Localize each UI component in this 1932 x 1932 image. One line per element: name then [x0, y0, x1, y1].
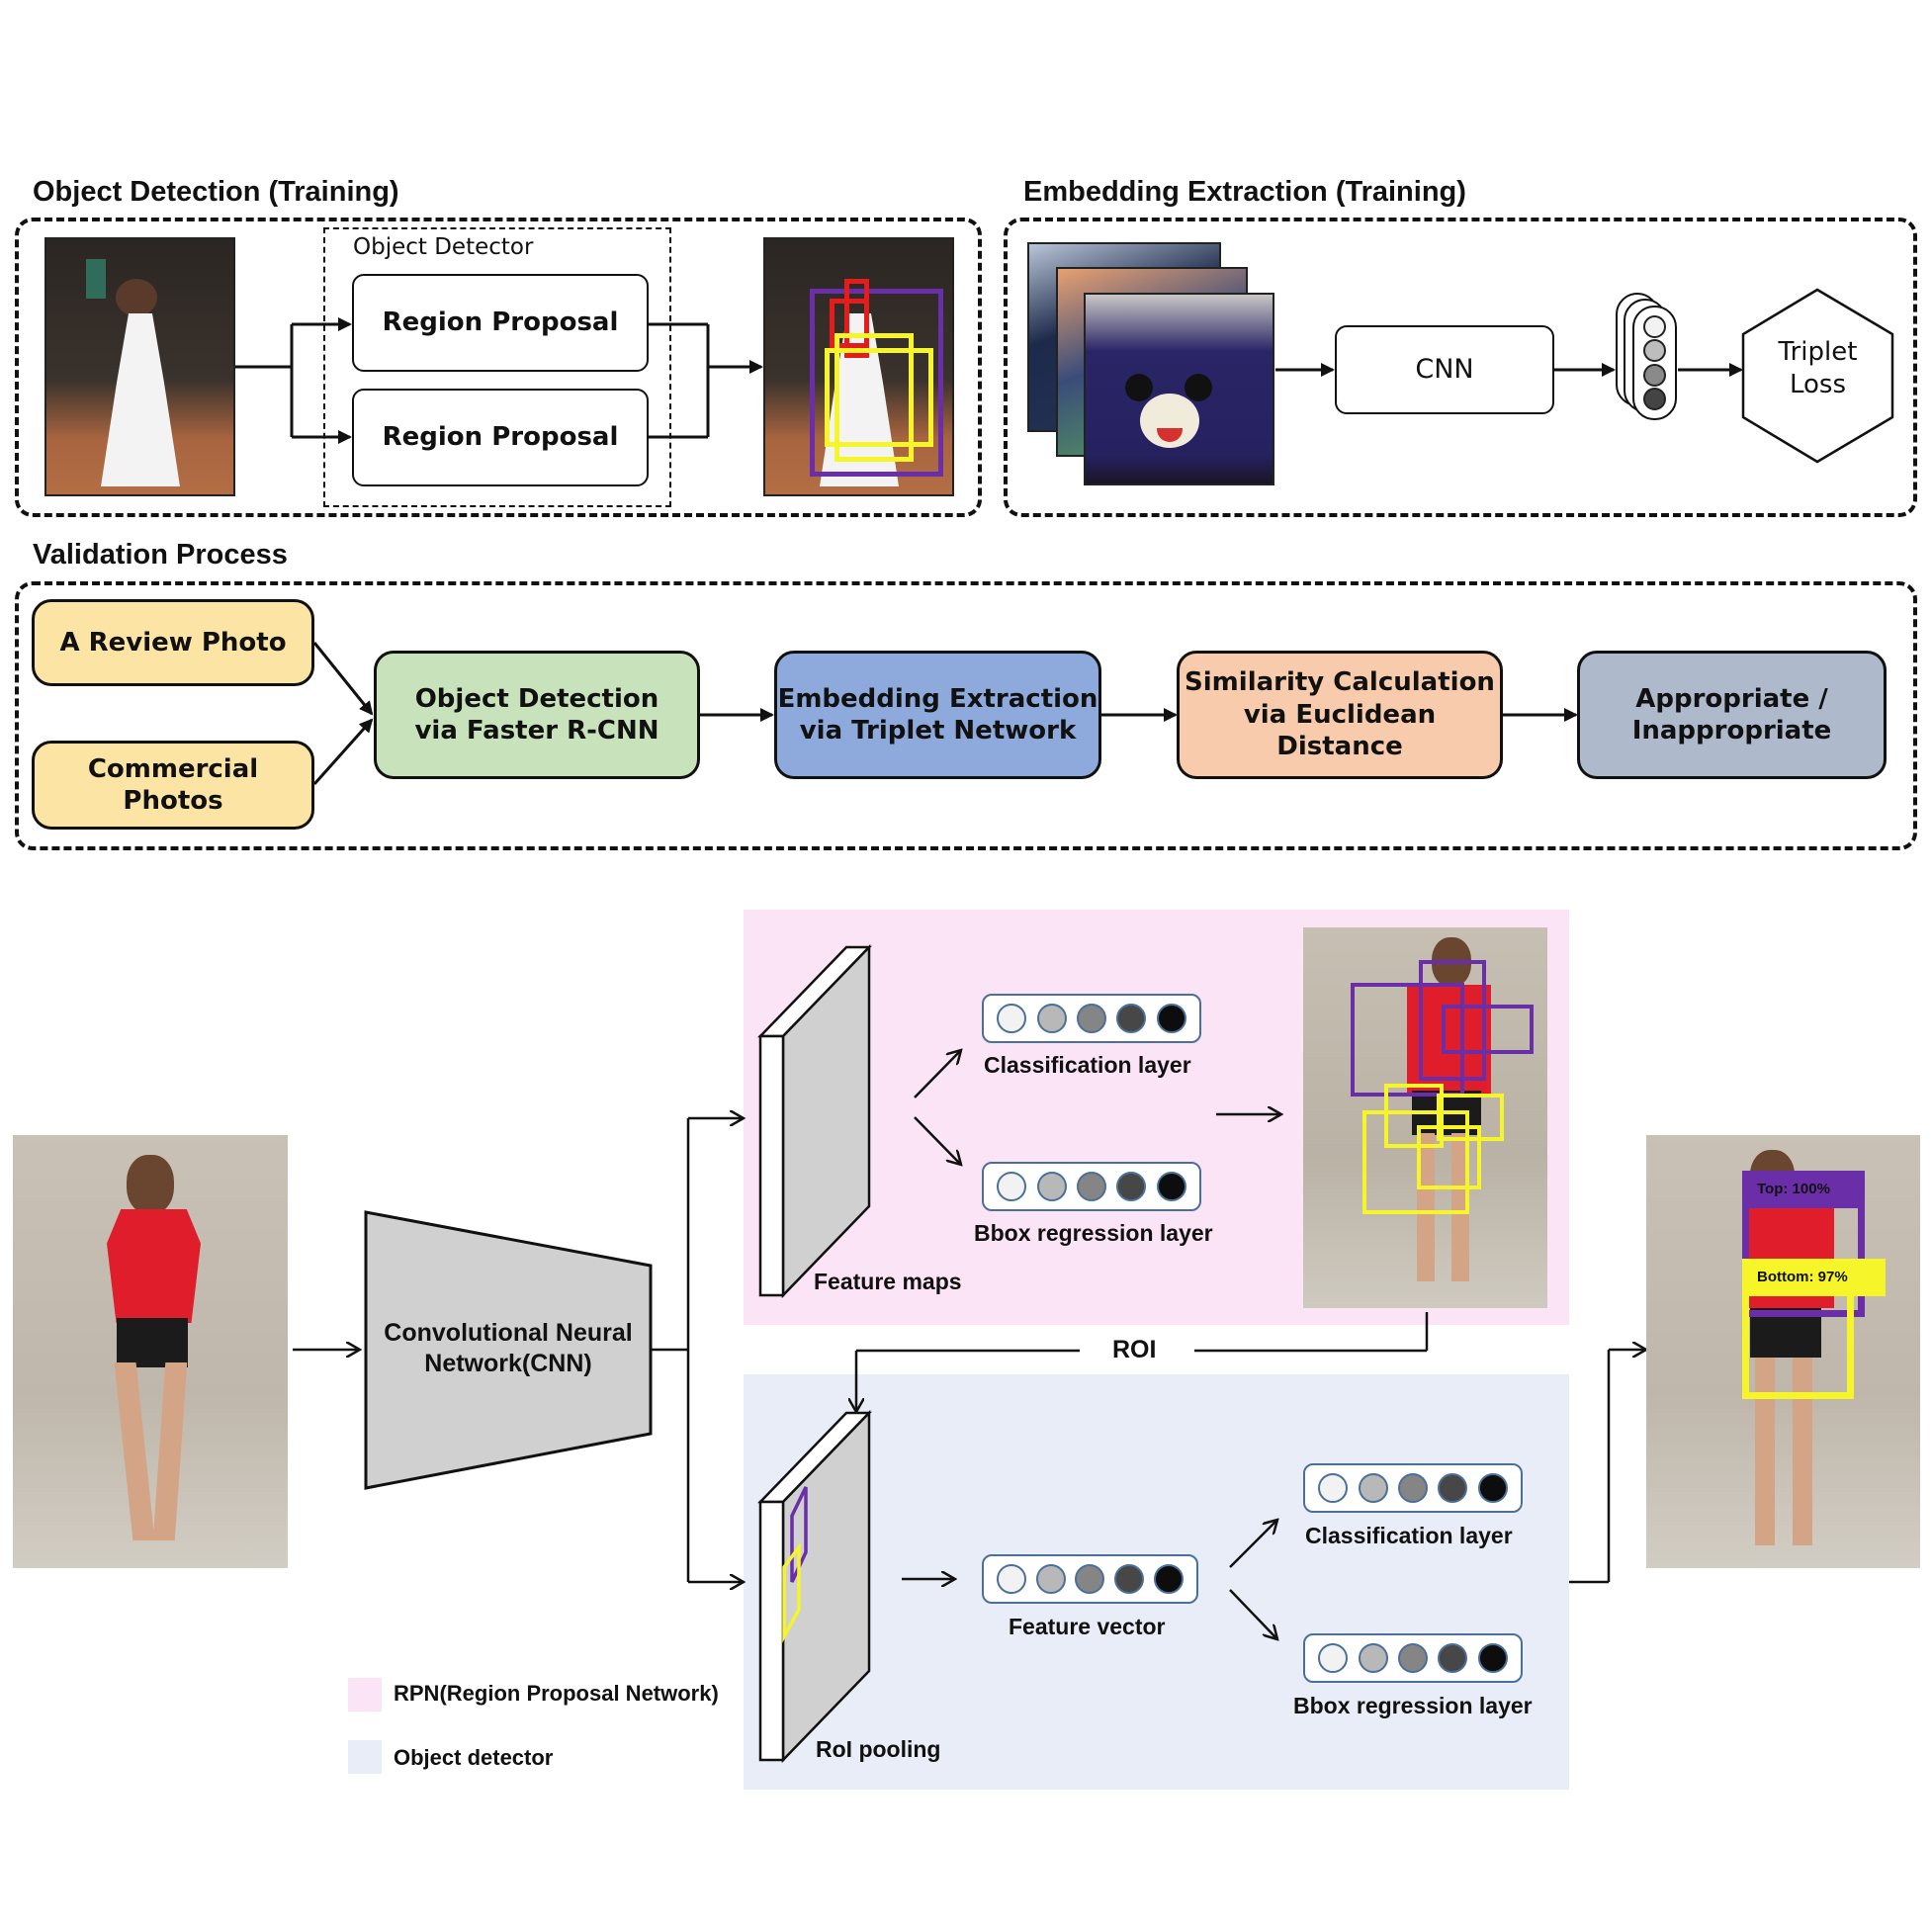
neuron-dot [1477, 1473, 1508, 1503]
neuron-dot [1076, 1004, 1106, 1033]
neuron-dot [1358, 1473, 1388, 1503]
embedding-dot [1643, 388, 1666, 411]
rpn-bbox-label: Bbox regression layer [974, 1220, 1213, 1246]
embedding-dot [1643, 363, 1666, 387]
neuron-dot [1036, 1004, 1067, 1033]
training-photo-front [1084, 293, 1274, 485]
proposal-box-yellow [1437, 1094, 1504, 1141]
detection-label-bg-bottom [1742, 1259, 1886, 1296]
bbox-yellow-2 [834, 333, 914, 462]
input-commercial-photos: Commercial Photos [32, 741, 314, 830]
neuron-dot [1154, 1564, 1185, 1594]
embedding-dot [1643, 314, 1666, 338]
neuron-dot [997, 1004, 1027, 1033]
validation-process-panel [15, 581, 1917, 850]
rpn-proposals-photo [1303, 927, 1547, 1308]
feature-maps-label: Feature maps [814, 1269, 962, 1294]
region-proposal-box-1: Region Proposal [352, 274, 649, 372]
detection-box-bottom [1742, 1288, 1854, 1399]
legend-label-rpn: RPN(Region Proposal Network) [394, 1681, 719, 1706]
proposal-box-yellow [1362, 1110, 1469, 1214]
detector-classification-layer [1303, 1463, 1523, 1513]
proposal-box-purple [1419, 960, 1486, 1081]
object-detector-label: Object Detector [353, 234, 534, 260]
rpn-classification-label: Classification layer [984, 1052, 1191, 1078]
proposal-box-purple [1351, 983, 1464, 1097]
bbox-yellow-1 [825, 348, 933, 447]
legend-label-object-detector: Object detector [394, 1745, 554, 1770]
step-object-detection: Object Detection via Faster R-CNN [374, 651, 700, 779]
embedding-vector-stack-icon [1632, 306, 1677, 420]
embedding-dot [1643, 339, 1666, 363]
neuron-dot [1318, 1643, 1349, 1673]
embedding-extraction-training-panel [1004, 218, 1917, 517]
object-detector-frame [323, 227, 671, 507]
validation-process-title: Validation Process [33, 539, 288, 571]
neuron-dot [1036, 1172, 1067, 1201]
roi-label: ROI [1112, 1336, 1157, 1363]
object-detection-training-panel [15, 218, 982, 517]
neuron-dot [1035, 1564, 1066, 1594]
triplet-loss-label: Triplet Loss [1778, 337, 1858, 399]
neuron-dot [1358, 1643, 1388, 1673]
detector-bbox-regression-layer [1303, 1633, 1523, 1683]
proposal-box-yellow [1384, 1084, 1444, 1148]
detector-bbox-label: Bbox regression layer [1293, 1693, 1533, 1718]
roi-pooling-label: RoI pooling [816, 1736, 941, 1762]
cnn-label: Convolutional Neural Network(CNN) [384, 1319, 633, 1378]
embedding-extraction-training-title: Embedding Extraction (Training) [1023, 176, 1466, 208]
legend-swatch-rpn [348, 1678, 382, 1712]
output-photo-detections [763, 237, 954, 496]
proposal-box-purple [1442, 1005, 1534, 1054]
step-embedding-extraction: Embedding Extraction via Triplet Network [774, 651, 1101, 779]
neuron-dot [1076, 1172, 1106, 1201]
neuron-dot [1397, 1473, 1428, 1503]
detection-label-bottom: Bottom: 97% [1757, 1269, 1848, 1285]
rpn-bbox-regression-layer [982, 1162, 1201, 1211]
bbox-purple [810, 289, 943, 477]
neuron-dot [1075, 1564, 1105, 1594]
neuron-dot [1318, 1473, 1349, 1503]
region-proposal-box-2: Region Proposal [352, 389, 649, 486]
input-photo-white-dress [44, 237, 235, 496]
legend-swatch-object-detector [348, 1740, 382, 1774]
step-similarity-calculation: Similarity Calculation via Euclidean Dis… [1177, 651, 1503, 779]
cnn-box: CNN [1335, 325, 1554, 414]
proposal-box-yellow [1417, 1125, 1481, 1189]
neuron-dot [996, 1564, 1026, 1594]
detection-label-top: Top: 100% [1757, 1181, 1830, 1197]
neuron-dot [1116, 1004, 1147, 1033]
output-photo-detections-final: Top: 100% Bottom: 97% [1646, 1135, 1920, 1568]
neuron-dot [1438, 1473, 1468, 1503]
feature-vector-label: Feature vector [1009, 1614, 1166, 1639]
neuron-dot [1156, 1004, 1186, 1033]
step-appropriate-decision: Appropriate / Inappropriate [1577, 651, 1887, 779]
neuron-dot [1477, 1643, 1508, 1673]
input-review-photo: A Review Photo [32, 599, 314, 686]
detector-classification-label: Classification layer [1305, 1523, 1513, 1548]
object-detection-training-title: Object Detection (Training) [33, 176, 399, 208]
neuron-dot [1438, 1643, 1468, 1673]
neuron-dot [1114, 1564, 1145, 1594]
neuron-dot [1397, 1643, 1428, 1673]
neuron-dot [1116, 1172, 1147, 1201]
rpn-classification-layer [982, 994, 1201, 1043]
neuron-dot [997, 1172, 1027, 1201]
neuron-dot [1156, 1172, 1186, 1201]
bbox-red-2 [830, 299, 869, 348]
feature-vector-layer [982, 1554, 1198, 1604]
input-photo-red-top [13, 1135, 288, 1568]
detection-label-bg-top [1742, 1171, 1861, 1208]
